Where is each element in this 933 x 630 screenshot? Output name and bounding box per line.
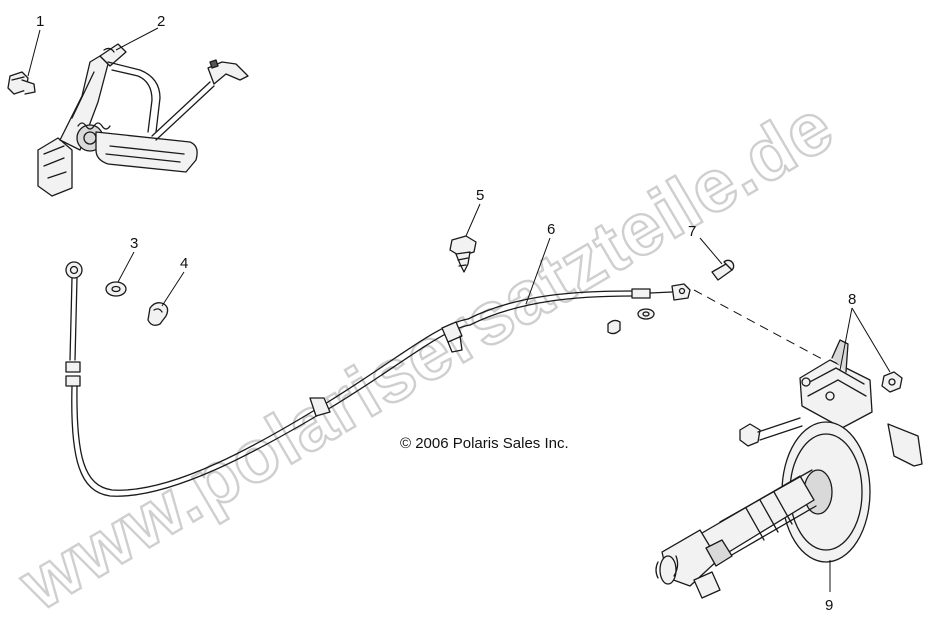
callout-9: 9 — [825, 597, 833, 614]
alignment-line — [693, 289, 825, 361]
callout-6: 6 — [547, 221, 555, 238]
callouts: 1 2 3 4 5 6 7 8 9 — [27, 13, 891, 614]
callout-8: 8 — [848, 291, 856, 308]
callout-7: 7 — [688, 223, 696, 240]
part-1-bolt — [7, 71, 36, 95]
part-2-pedal-assembly — [37, 43, 249, 197]
part-9-disc-driveshaft — [655, 421, 871, 599]
callout-5: 5 — [476, 187, 484, 204]
part-3-washer — [105, 281, 127, 297]
part-7-pin — [711, 259, 735, 281]
part-5-rivet — [449, 235, 477, 273]
part-6-cable — [65, 261, 691, 497]
callout-4: 4 — [180, 255, 188, 272]
callout-2: 2 — [157, 13, 165, 30]
callout-3: 3 — [130, 235, 138, 252]
callout-1: 1 — [36, 13, 44, 30]
part-4-clip — [147, 302, 169, 326]
copyright-text: © 2006 Polaris Sales Inc. — [400, 435, 569, 452]
